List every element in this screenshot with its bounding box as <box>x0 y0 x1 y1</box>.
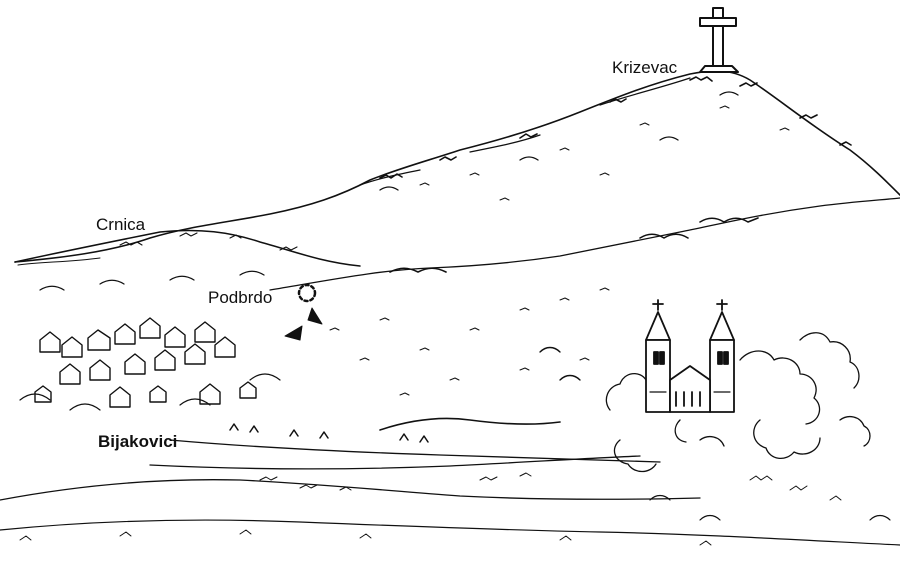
foreground <box>0 519 900 546</box>
krizevac-hill <box>14 70 900 266</box>
label-bijakovici: Bijakovici <box>98 432 178 451</box>
village-houses-icon <box>19 317 281 411</box>
crnica-ridge <box>14 229 361 291</box>
podbrdo-slope <box>269 197 900 396</box>
apparition-site-marker-icon <box>284 283 323 341</box>
church-icon <box>645 299 735 413</box>
trees <box>605 332 891 521</box>
label-crnica: Crnica <box>96 215 146 234</box>
label-podbrdo: Podbrdo <box>208 288 273 307</box>
cross-icon <box>699 7 739 73</box>
label-krizevac: Krizevac <box>612 58 678 77</box>
valley-fields <box>0 417 701 501</box>
